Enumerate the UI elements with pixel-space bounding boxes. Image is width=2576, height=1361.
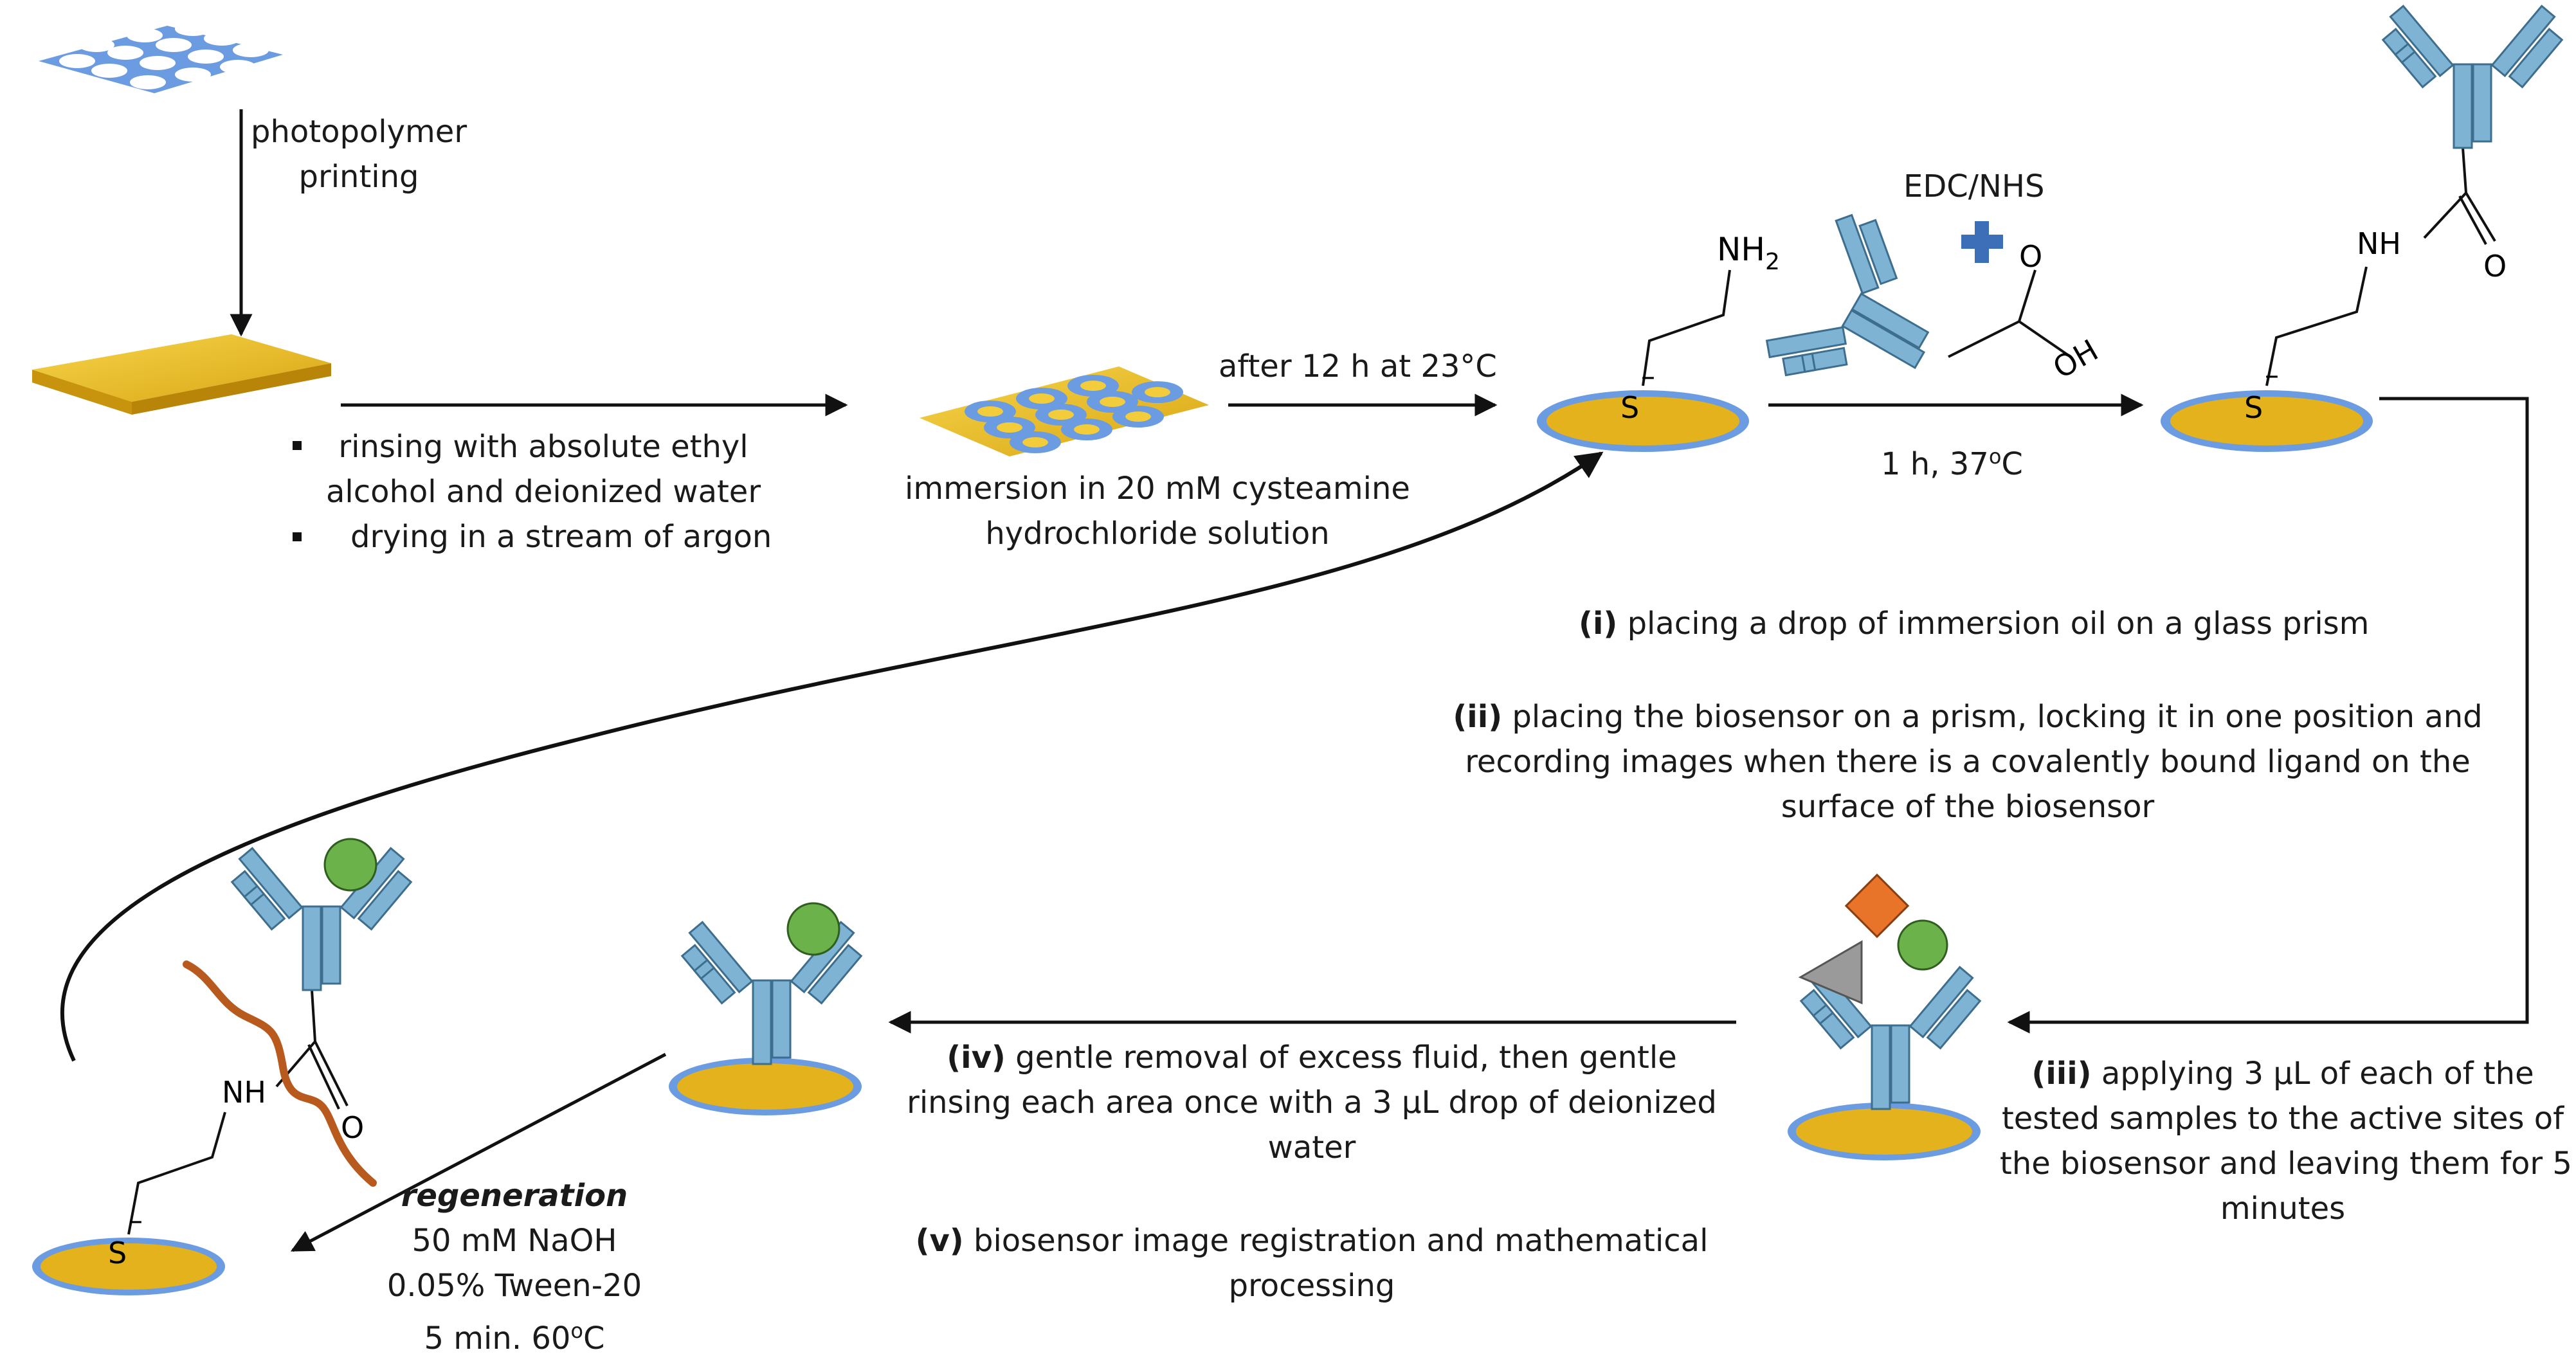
arrow-to-sample: [2007, 397, 2529, 1034]
regeneration-label: regeneration 50 mM NaOH 0.05% Tween-20 5…: [386, 1178, 642, 1356]
bound-sensor-icon: [669, 902, 871, 1115]
drying-label: drying in a stream of argon: [350, 519, 772, 555]
photopolymer-label: photopolymer printing: [251, 114, 467, 195]
sample-sensor-icon: [1788, 873, 1990, 1160]
immersion-label: immersion in 20 mM cysteamine hydrochlor…: [905, 471, 1410, 552]
s-label-1: S: [1620, 390, 1639, 425]
after-12h-label: after 12 h at 23°C: [1219, 348, 1497, 384]
photopolymer-mesh-icon: [39, 22, 283, 93]
incubation-label: 1 h, 37oC: [1881, 444, 2023, 482]
arrow-reuse-curve: [60, 451, 1604, 1062]
step-iv-label: (iv) gentle removal of excess fluid, the…: [907, 1040, 1717, 1166]
o-label-1: O: [2019, 239, 2042, 274]
rinse-label: rinsing with absolute ethyl alcohol and …: [325, 429, 761, 510]
step-v-label: (v) biosensor image registration and mat…: [915, 1223, 1709, 1304]
cysteamine-sensor-icon: [1537, 269, 1749, 452]
o-label-2: O: [2483, 249, 2507, 284]
step-iii-label: (iii) applying 3 µL of each of the teste…: [2000, 1056, 2572, 1227]
denaturing-strand: [183, 960, 377, 1187]
patterned-plate-icon: [920, 366, 1209, 456]
plus-icon: [1961, 221, 2003, 263]
arrow-regeneration: [290, 1052, 667, 1252]
s-charge-3: –: [129, 1204, 143, 1237]
bullet-2: [293, 532, 302, 541]
conjugated-sensor-icon: [2161, 5, 2571, 452]
nh-label-2: NH: [222, 1075, 266, 1110]
s-charge-2: –: [2265, 359, 2279, 392]
edc-nhs-label: EDC/NHS: [1903, 168, 2045, 204]
gold-plate-icon: [32, 334, 331, 415]
s-label-3: S: [108, 1236, 127, 1270]
s-label-2: S: [2244, 390, 2263, 425]
step-ii-label: (ii) placing the biosensor on a prism, l…: [1453, 699, 2483, 825]
nh2-label: NH2: [1717, 231, 1780, 275]
antibody-cooh-icon: [1751, 195, 2072, 438]
regeneration-sensor-icon: [32, 838, 421, 1295]
step-i-label: (i) placing a drop of immersion oil on a…: [1579, 606, 2370, 642]
bullet-1: [293, 441, 302, 450]
nh-label-1: NH: [2357, 226, 2401, 261]
o-label-3: O: [341, 1110, 364, 1145]
s-charge-1: –: [1641, 360, 1655, 393]
oh-label: OH: [2047, 332, 2104, 385]
